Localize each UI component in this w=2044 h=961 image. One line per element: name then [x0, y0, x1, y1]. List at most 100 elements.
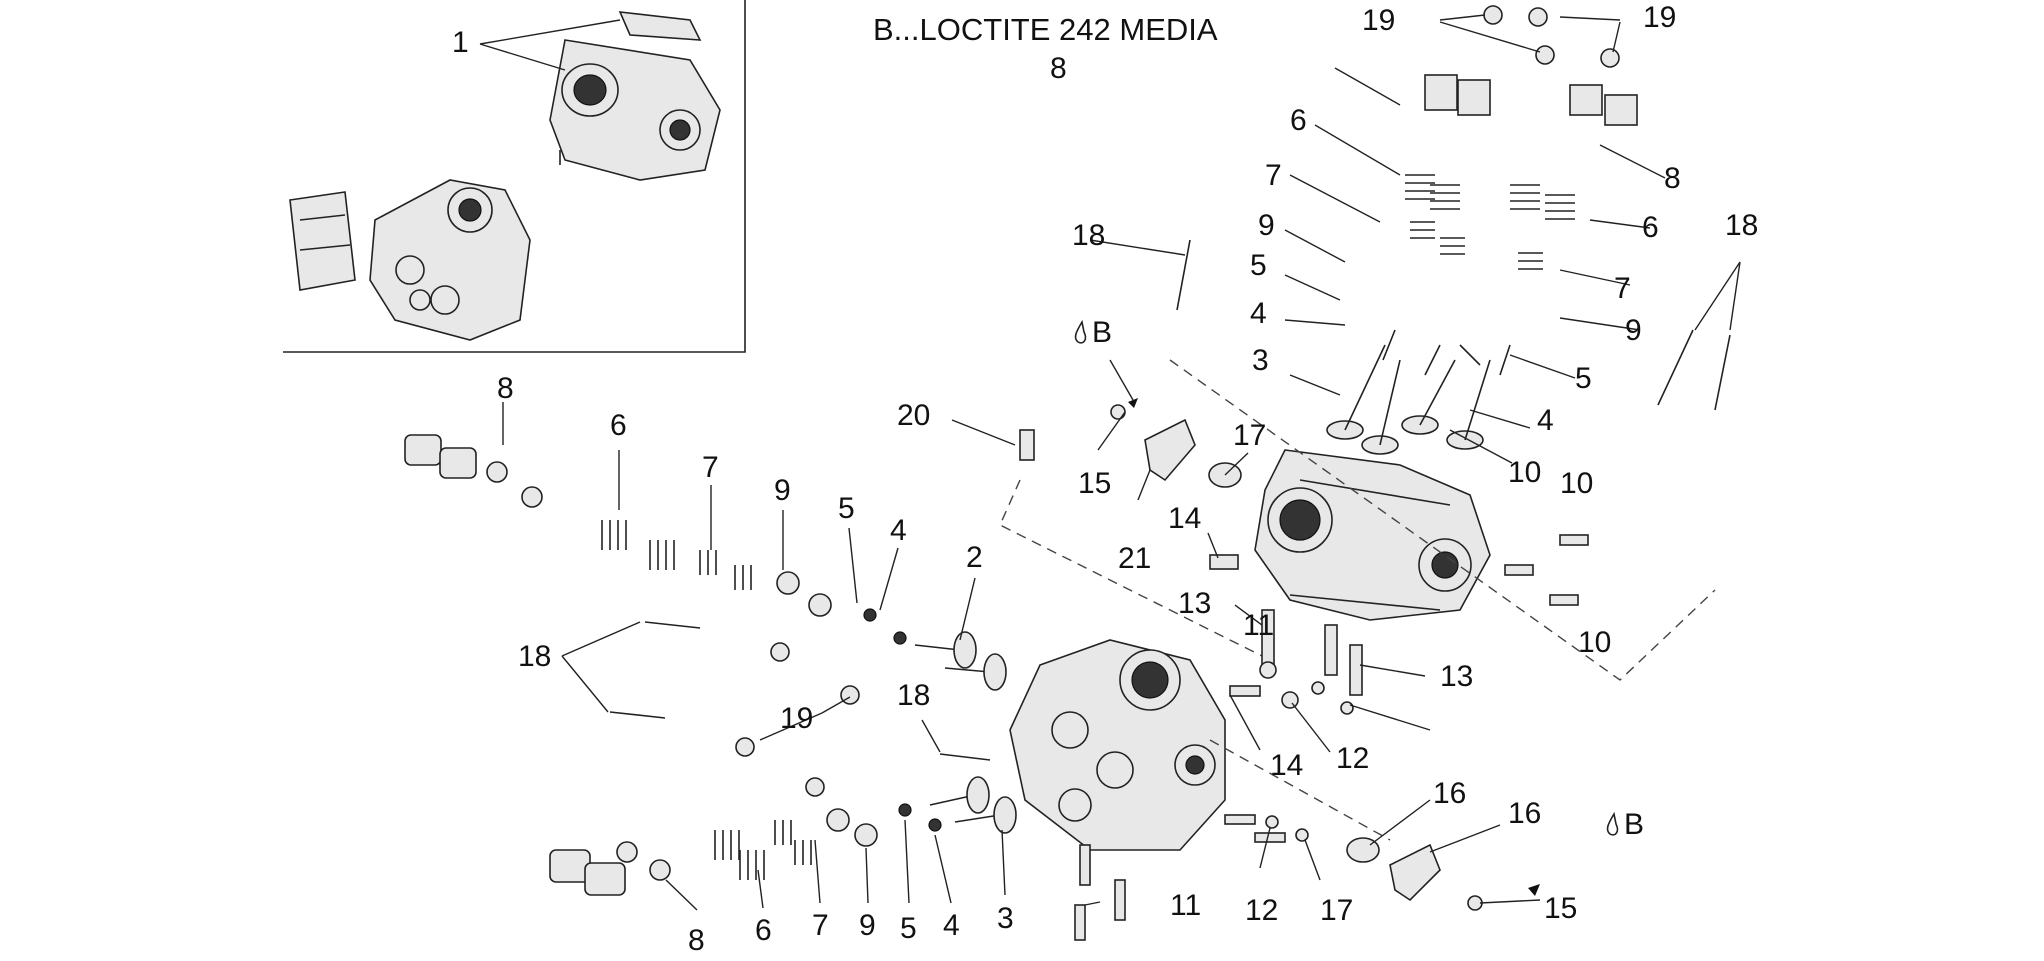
stud-11 — [1349, 644, 1363, 696]
callout-20: 20 — [897, 399, 930, 432]
callout-8: 8 — [1664, 162, 1681, 195]
callout-7: 7 — [702, 451, 719, 484]
loctite-note: B...LOCTITE 242 MEDIA — [873, 12, 1218, 47]
loctite-marker-lower: B — [1528, 808, 1644, 896]
nut-12 — [1340, 701, 1354, 715]
rear-cylinder-head — [1254, 449, 1491, 621]
callout-18: 18 — [518, 640, 551, 673]
front-valve-train-upper — [404, 434, 1007, 691]
assembly-line-rear — [1169, 359, 1716, 681]
loctite-marker-label: B — [1624, 808, 1644, 841]
dowel-13 — [1229, 685, 1261, 697]
drop-icon — [1606, 811, 1619, 836]
callout-19: 19 — [1643, 1, 1676, 34]
nut-12 — [1311, 681, 1325, 695]
callout-1: 1 — [452, 26, 469, 59]
stud-18 — [1714, 334, 1731, 411]
callout-8: 8 — [497, 372, 514, 405]
callout-6: 6 — [1642, 211, 1659, 244]
dowels-10 — [1504, 534, 1589, 606]
nut-12 — [1265, 815, 1279, 829]
callout-9: 9 — [1625, 314, 1642, 347]
nut-12 — [1295, 828, 1309, 842]
callout-16: 15 — [1078, 467, 1111, 500]
callout-17: 16 — [1433, 777, 1466, 810]
bucket-tappet — [1424, 74, 1458, 111]
bucket-tappet — [549, 849, 591, 883]
callout-10: 10 — [1578, 626, 1611, 659]
small-parts-center — [1019, 404, 1483, 941]
stud-18 — [609, 711, 666, 719]
callout-19: 19 — [1362, 4, 1395, 37]
valves — [1326, 329, 1511, 455]
stud-18 — [1176, 239, 1191, 311]
fitting-21 — [1209, 554, 1239, 570]
stud-18 — [939, 753, 991, 761]
callout-5: 5 — [1575, 362, 1592, 395]
dowel-10 — [1079, 844, 1091, 886]
thermostat-housing-15 — [1144, 418, 1196, 482]
bucket-tappet — [1457, 79, 1491, 116]
callout-16: 15 — [1544, 892, 1577, 925]
stud-11 — [1254, 832, 1286, 843]
callout-8: 8 — [688, 924, 705, 956]
callout-14: 12 — [1336, 742, 1369, 775]
callout-labels: 1 8 6 7 9 5 4 2 20 18 19 18 8 6 7 9 5 4 … — [452, 1, 1758, 957]
callout-4: 4 — [1537, 404, 1554, 437]
callout-17: 17 — [1233, 419, 1266, 452]
dowel-10 — [1074, 904, 1086, 941]
callout-15: 16 — [1508, 797, 1541, 830]
nuts-19 — [1483, 5, 1620, 68]
thermostat-housing-15 — [1389, 843, 1441, 902]
callout-14: 13 — [1178, 587, 1211, 620]
rear-valve-train — [1326, 5, 1638, 606]
callout-9: 9 — [774, 474, 791, 507]
washer-14 — [1259, 661, 1277, 679]
bucket-tappet — [584, 862, 626, 896]
callout-10: 11 — [1170, 889, 1201, 922]
dowel-10 — [1114, 879, 1126, 921]
callout-8: 8 — [1050, 52, 1067, 85]
front-cylinder-head — [1009, 639, 1226, 851]
callout-15: 21 — [1118, 542, 1151, 575]
callout-3: 3 — [997, 902, 1014, 935]
valve-springs — [1405, 174, 1575, 270]
callout-4: 4 — [943, 909, 960, 942]
callout-2: 3 — [1252, 344, 1269, 377]
stud-11 — [1224, 814, 1256, 825]
callout-3: 10 — [1508, 456, 1541, 489]
drop-icon — [1074, 319, 1087, 344]
callout-12: 17 — [1320, 894, 1353, 927]
loctite-marker-upper: B — [1074, 316, 1138, 408]
callout-6: 6 — [1290, 104, 1307, 137]
loctite-marker-label: B — [1092, 316, 1112, 349]
callout-11: 13 — [1440, 660, 1473, 693]
sensor-20 — [1019, 429, 1035, 461]
callout-5: 5 — [838, 492, 855, 525]
callout-11: 12 — [1245, 894, 1278, 927]
leader-lines — [479, 14, 1741, 911]
bucket-tappet — [1604, 94, 1638, 126]
bucket-tappet — [1569, 84, 1603, 116]
callout-10: 10 — [1560, 467, 1593, 500]
stud-18-group — [609, 239, 1731, 761]
front-valve-train-lower — [549, 776, 1017, 896]
stud-18 — [644, 621, 701, 629]
callout-9: 9 — [859, 909, 876, 942]
nuts-19-front — [735, 642, 860, 797]
callout-19: 19 — [780, 702, 813, 735]
callout-9: 9 — [1258, 209, 1275, 242]
callout-21: 14 — [1168, 502, 1201, 535]
callout-18: 18 — [897, 679, 930, 712]
callout-13: 11 — [1243, 609, 1274, 642]
callout-18: 18 — [1072, 219, 1105, 252]
callout-18: 18 — [1725, 209, 1758, 242]
bolt-16 — [1467, 895, 1483, 911]
callout-6: 6 — [610, 409, 627, 442]
inset-assembly-frame — [283, 0, 746, 353]
callout-13: 14 — [1270, 749, 1303, 782]
inset-front-cylinder-head — [289, 179, 531, 341]
callout-7: 7 — [812, 909, 829, 942]
